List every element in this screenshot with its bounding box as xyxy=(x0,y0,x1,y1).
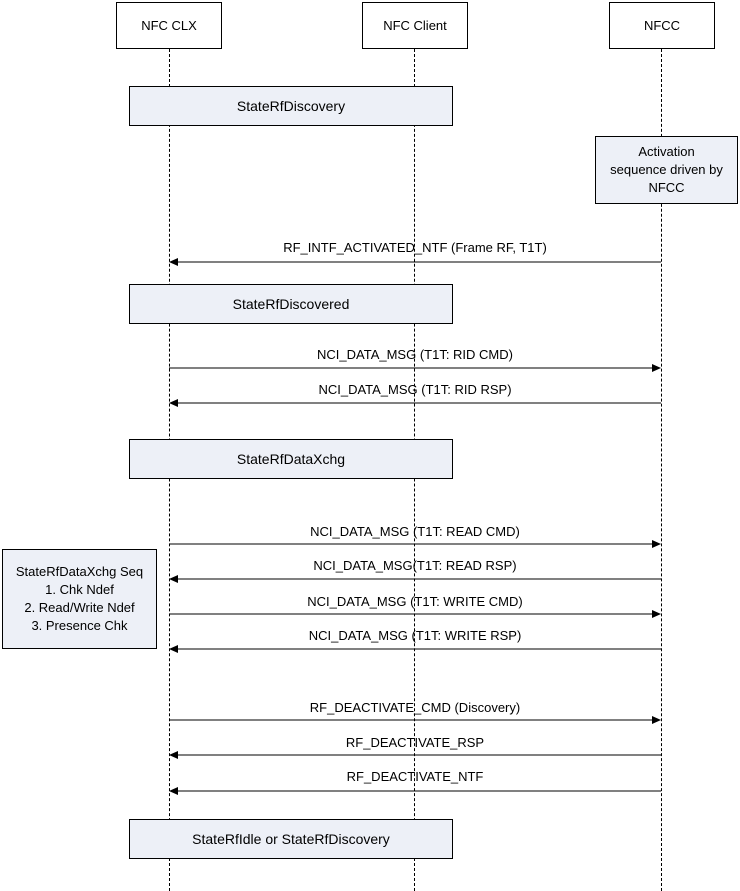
lifeline-nfcc xyxy=(661,49,662,891)
state-rf-discovered: StateRfDiscovered xyxy=(129,284,453,324)
message-arrowhead-9 xyxy=(169,787,178,795)
msg-label-write-cmd: NCI_DATA_MSG (T1T: WRITE CMD) xyxy=(307,594,523,609)
msg-label-write-rsp: NCI_DATA_MSG (T1T: WRITE RSP) xyxy=(308,628,522,643)
state-rf-idle-or-discovery: StateRfIdle or StateRfDiscovery xyxy=(129,819,453,859)
note-xchg-line-4: 3. Presence Chk xyxy=(31,618,128,633)
actor-nfcc: NFCC xyxy=(609,2,715,49)
actor-nfc-client: NFC Client xyxy=(362,2,468,49)
msg-label-read-rsp: NCI_DATA_MSG(T1T: READ RSP) xyxy=(313,558,517,573)
msg-label-rf-deactivate-cmd: RF_DEACTIVATE_CMD (Discovery) xyxy=(309,700,521,715)
note-data-xchg-sequence: StateRfDataXchg Seq 1. Chk Ndef 2. Read/… xyxy=(2,549,157,649)
message-arrowhead-8 xyxy=(169,751,178,759)
note-activation-line-1: Activation xyxy=(638,144,695,159)
note-activation-line-3: NFCC xyxy=(648,180,685,195)
actor-nfc-clx: NFC CLX xyxy=(116,2,222,49)
state-rf-data-xchg: StateRfDataXchg xyxy=(129,439,453,479)
msg-label-read-cmd: NCI_DATA_MSG (T1T: READ CMD) xyxy=(310,524,520,539)
msg-label-rid-rsp: NCI_DATA_MSG (T1T: RID RSP) xyxy=(318,382,512,397)
message-arrowhead-7 xyxy=(652,716,661,724)
message-arrowhead-6 xyxy=(169,645,178,653)
msg-label-rf-deactivate-rsp: RF_DEACTIVATE_RSP xyxy=(345,735,485,750)
msg-label-rf-intf-activated-ntf: RF_INTF_ACTIVATED_NTF (Frame RF, T1T) xyxy=(283,240,547,255)
message-arrowhead-0 xyxy=(169,258,178,266)
note-xchg-line-3: 2. Read/Write Ndef xyxy=(24,600,135,615)
message-arrowhead-5 xyxy=(652,610,661,618)
message-arrowhead-2 xyxy=(169,399,178,407)
message-arrowhead-3 xyxy=(652,540,661,548)
note-activation-sequence: Activation sequence driven by NFCC xyxy=(595,136,738,204)
note-xchg-line-1: StateRfDataXchg Seq xyxy=(15,564,144,579)
note-xchg-line-2: 1. Chk Ndef xyxy=(45,582,114,597)
msg-label-rid-cmd: NCI_DATA_MSG (T1T: RID CMD) xyxy=(317,347,513,362)
message-arrowhead-1 xyxy=(652,364,661,372)
msg-label-rf-deactivate-ntf: RF_DEACTIVATE_NTF xyxy=(346,769,484,784)
message-arrowhead-4 xyxy=(169,575,178,583)
state-rf-discovery: StateRfDiscovery xyxy=(129,86,453,126)
note-activation-line-2: sequence driven by xyxy=(610,162,723,177)
